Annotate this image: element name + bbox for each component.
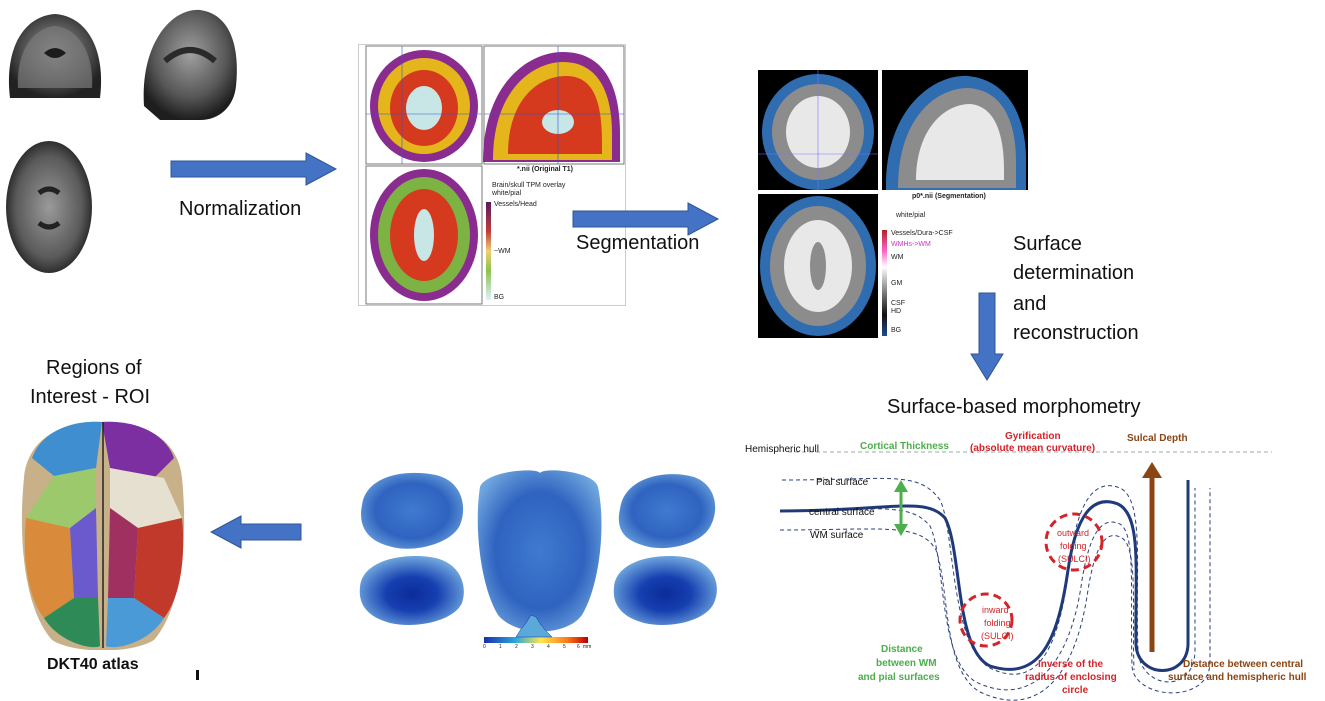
hull-label: Hemispheric hull [745,444,819,455]
inward-label-1: inward [982,605,1009,615]
outward-label-1: outward [1057,528,1090,538]
cbar-tick-6: 6 [577,644,580,650]
original-t1-axial [4,138,94,276]
roi-label-1: Regions of [46,357,142,379]
cbar-tick-3: 3 [531,644,534,650]
original-t1-sagittal [140,6,240,122]
inverse-radius-2: radius of enclosing [1025,672,1117,683]
segmentation-panel [758,70,1028,338]
segmentation-scale-6: HD [891,308,902,315]
cbar-tick-5: 5 [563,644,566,650]
normalized-scale-bottom: BG [494,294,505,301]
normalization-label: Normalization [179,198,302,220]
small-tick-mark [196,670,199,680]
sulcal-depth-label: Sulcal Depth [1127,433,1188,444]
surface-label-2: determination [1013,262,1135,284]
segmentation-scale-2: WMHs->WM [891,241,931,248]
normalized-t1-panel [358,44,626,306]
surface-label-3: and [1013,293,1047,315]
cortical-thickness-label: Cortical Thickness [860,441,949,452]
cbar-tick-4: 4 [547,644,550,650]
segmentation-scale-4: GM [891,280,903,287]
morphometry-diagram [740,430,1325,701]
segmentation-scale-5: CSF [891,300,905,307]
normalized-caption: *.nii (Original T1) [517,166,574,173]
pial-label: Pial surface [816,477,869,488]
outward-label-2: folding [1060,541,1087,551]
normalized-scale-mid: ~WM [494,248,511,255]
central-label: central surface [809,507,875,518]
distance-wm-pial-2: between WM [876,658,937,669]
cbar-tick-2: 2 [515,644,518,650]
inward-label-3: (SULCI) [981,631,1014,641]
distance-wm-pial-1: Distance [881,644,923,655]
cbar-tick-0: 0 [483,644,486,650]
inward-label-2: folding [984,618,1011,628]
segmentation-caption: p0*.nii (Segmentation) [912,193,986,200]
normalization-arrow [170,152,338,186]
distance-wm-pial-3: and pial surfaces [858,672,940,683]
outward-label-3: (SULCI) [1058,554,1091,564]
segmentation-arrow [572,202,720,236]
segmentation-label: Segmentation [576,232,700,254]
inverse-radius-3: circle [1062,685,1089,696]
surface-label-1: Surface [1013,233,1082,255]
segmentation-legend: white/pial [896,212,926,219]
normalized-legend-1: Brain/skull TPM overlay [492,182,566,189]
roi-label-2: Interest - ROI [30,386,151,408]
surface-arrow [970,292,1004,382]
distance-central-hull-2: surface and hemispheric hull [1168,672,1307,683]
roi-arrow [210,515,302,549]
segmentation-scale-7: BG [891,327,902,334]
thickness-maps [356,465,721,655]
cbar-tick-unit: mm [583,644,592,650]
inverse-radius-1: Inverse of the [1038,659,1104,670]
dkt40-atlas-label: DKT40 atlas [47,656,139,673]
normalized-scale-top: Vessels/Head [494,201,537,208]
sbm-title: Surface-based morphometry [887,396,1141,418]
segmentation-scale-3: WM [891,254,904,261]
gyrification-label-2: (absolute mean curvature) [970,443,1096,454]
dkt40-atlas-brain [14,418,192,650]
distance-central-hull-1: Distance between central [1183,659,1304,670]
gyrification-label-1: Gyrification [1005,431,1061,442]
normalized-legend-2: white/pial [492,190,522,197]
surface-label-4: reconstruction [1013,322,1139,344]
segmentation-scale-1: Vessels/Dura->CSF [891,230,953,237]
cbar-tick-1: 1 [499,644,502,650]
original-t1-coronal [4,8,106,108]
wm-label: WM surface [810,530,864,541]
